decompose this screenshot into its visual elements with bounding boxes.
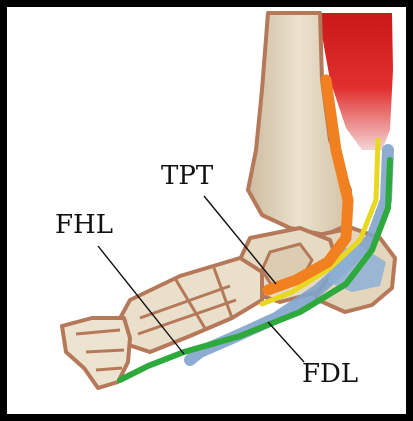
fdl-label: FDL (302, 361, 358, 387)
fdl-leader-line (268, 322, 304, 362)
fhl-label: FHL (55, 212, 113, 238)
tpt-label: TPT (161, 163, 213, 189)
